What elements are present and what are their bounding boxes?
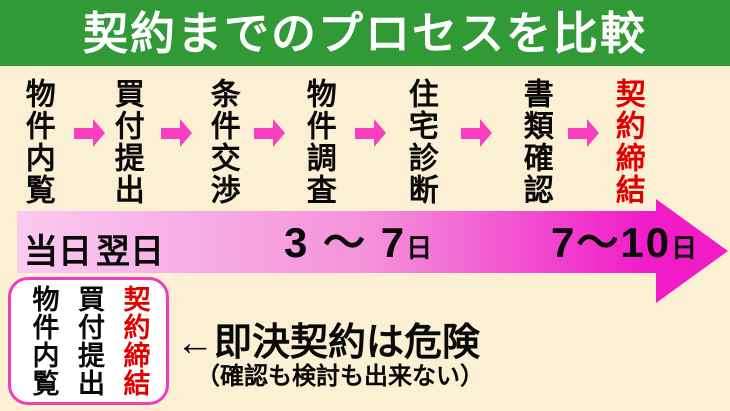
- timeline-label-7-10-days: 7〜10日: [551, 209, 697, 270]
- process-step-offer-submission: 買付提出: [109, 78, 143, 206]
- danger-note-sub: （確認も検討も出来ない）: [196, 363, 484, 390]
- title-banner: 契約までのプロセスを比較: [0, 0, 730, 66]
- right-arrow-icon: [74, 118, 105, 148]
- instant-contract-box: 物件内覧 買付提出 契約締結: [8, 277, 169, 405]
- process-step-property-viewing: 物件内覧: [20, 78, 54, 206]
- timeline-range-unit: 日: [406, 233, 433, 263]
- timeline-range-value: 7〜10: [551, 219, 672, 266]
- right-arrow-icon: [461, 118, 492, 148]
- box-step-offer-submission: 買付提出: [74, 285, 104, 397]
- timeline-label-3-7-days: 3 〜 7日: [284, 209, 432, 270]
- timeline-range-value: 3 〜 7: [284, 219, 407, 266]
- box-step-contract-signed: 契約締結: [119, 285, 150, 397]
- process-step-contract-signed: 契約締結: [610, 78, 644, 206]
- timeline-arrow-body: [17, 211, 656, 273]
- box-step-property-viewing: 物件内覧: [28, 285, 59, 397]
- right-arrow-icon: [568, 118, 599, 148]
- timeline-label-same-day: 当日: [24, 233, 92, 271]
- right-arrow-icon: [355, 118, 386, 148]
- danger-note: ←即決契約は危険: [176, 322, 481, 364]
- process-step-property-survey: 物件調査: [301, 78, 335, 206]
- timeline-label-next-day: 翌日: [96, 233, 164, 271]
- right-arrow-icon: [254, 118, 285, 148]
- timeline-arrow-head-icon: [656, 199, 728, 303]
- process-step-document-check: 書類確認: [518, 78, 552, 206]
- page-title: 契約までのプロセスを比較: [82, 7, 647, 59]
- right-arrow-icon: [161, 118, 192, 148]
- process-step-home-inspection: 住宅診断: [403, 78, 437, 206]
- process-step-negotiation: 条件交渉: [205, 78, 239, 206]
- timeline-range-unit: 日: [671, 233, 698, 263]
